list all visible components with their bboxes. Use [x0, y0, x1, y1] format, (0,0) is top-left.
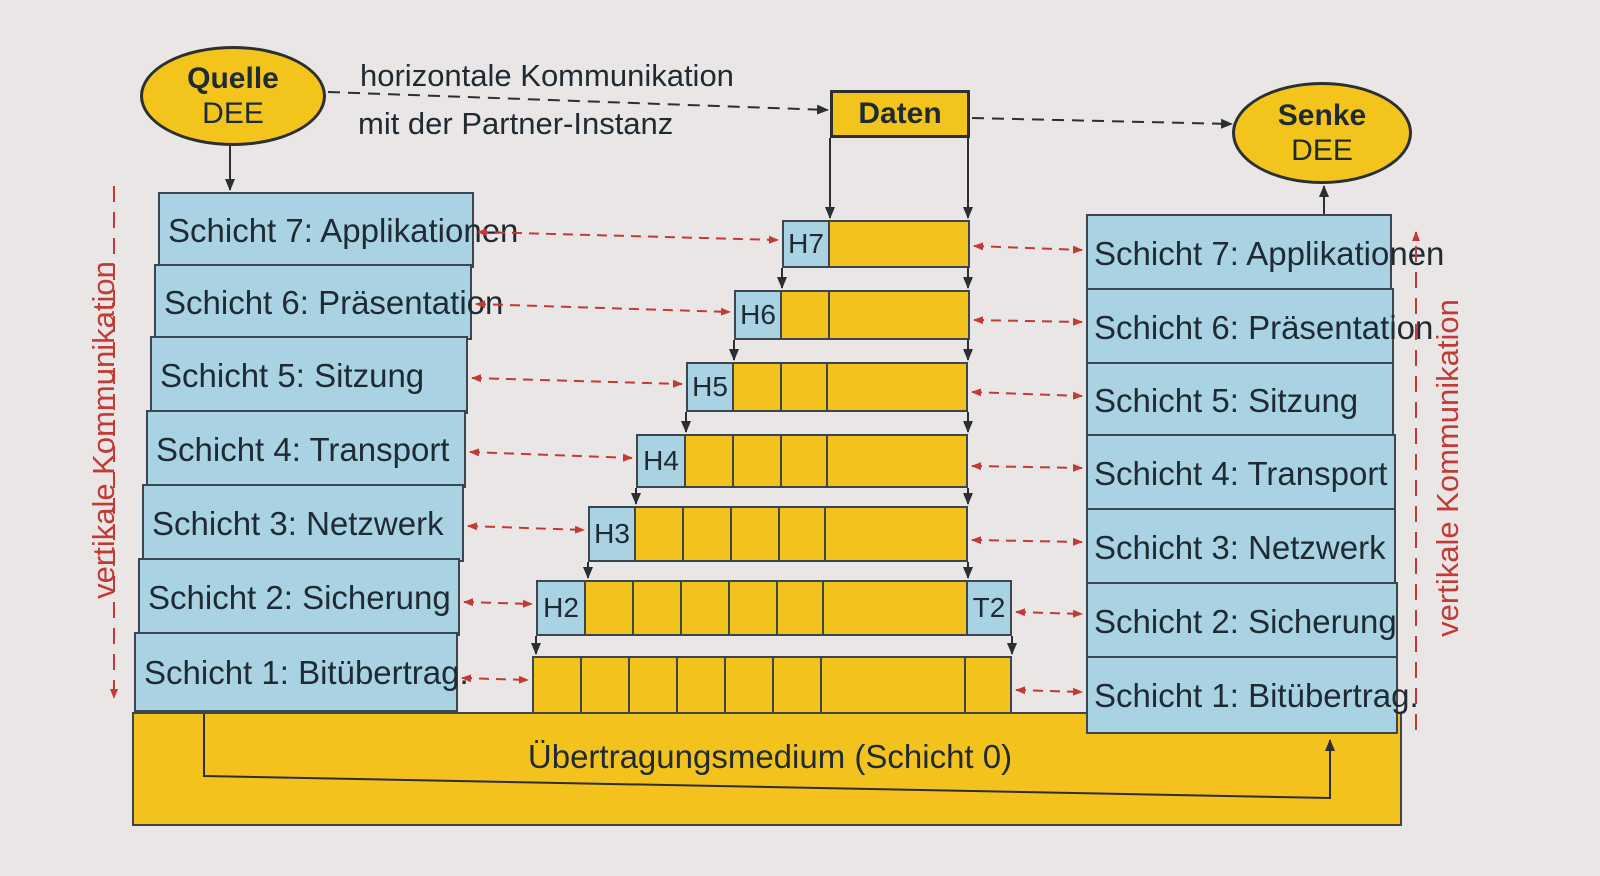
right-layer-7: Schicht 7: Applikationen	[1086, 214, 1444, 292]
header-h2: H2	[536, 580, 586, 636]
left-layer-1: Schicht 1: Bitübertrag.	[134, 632, 469, 712]
peer-arrow-right-7	[973, 242, 1083, 254]
horizontal-dash-right	[971, 117, 1233, 129]
right-layer-4: Schicht 4: Transport	[1086, 434, 1396, 512]
medium-loop-line	[203, 714, 1335, 800]
packet-layer-7	[828, 220, 970, 268]
packet-cell	[780, 362, 828, 412]
data-box: Daten	[830, 90, 970, 138]
horizontal-dash-left	[327, 91, 829, 115]
packet-layer-3	[634, 506, 968, 562]
packet-cell	[632, 580, 682, 636]
packet-cell	[964, 656, 1012, 714]
source-title: Quelle	[187, 61, 279, 95]
header-h5: H5	[686, 362, 734, 412]
packet-cell	[824, 506, 968, 562]
packet-cell	[828, 290, 970, 340]
packet-cell	[828, 220, 970, 268]
horizontal-comm-line1: horizontale Kommunikation	[360, 58, 734, 93]
right-layer-1: Schicht 1: Bitübertrag.	[1086, 656, 1419, 734]
source-subtitle: DEE	[202, 97, 264, 130]
packet-cell	[628, 656, 678, 714]
packet-cell	[780, 434, 828, 488]
header-h3: H3	[588, 506, 636, 562]
header-h6: H6	[734, 290, 782, 340]
packet-cell	[772, 656, 822, 714]
packet-layer-4	[684, 434, 968, 488]
packet-layer-2	[584, 580, 968, 636]
right-layer-6: Schicht 6: Präsentation	[1086, 288, 1433, 366]
peer-arrow-left-7	[477, 228, 779, 244]
left-layer-6: Schicht 6: Präsentation	[154, 264, 503, 340]
sink-subtitle: DEE	[1291, 134, 1353, 167]
right-layer-5: Schicht 5: Sitzung	[1086, 362, 1394, 438]
peer-arrow-left-2	[463, 598, 533, 608]
header-h7: H7	[782, 220, 830, 268]
packet-layer-6	[780, 290, 970, 340]
peer-arrow-left-6	[475, 300, 731, 316]
packet-cell	[532, 656, 582, 714]
left-layer-3: Schicht 3: Netzwerk	[142, 484, 464, 562]
packet-cell	[826, 362, 968, 412]
packet-cell	[732, 434, 782, 488]
packet-cell	[822, 580, 968, 636]
source-ellipse: Quelle DEE	[140, 46, 326, 146]
packet-cell	[776, 580, 824, 636]
horizontal-comm-line2: mit der Partner-Instanz	[358, 106, 674, 141]
peer-arrow-left-5	[471, 374, 683, 388]
trailer-t2: T2	[966, 580, 1012, 636]
peer-arrow-right-3	[971, 536, 1083, 546]
peer-arrow-left-1	[461, 674, 529, 684]
packet-cell	[730, 506, 780, 562]
right-layer-2: Schicht 2: Sicherung	[1086, 582, 1398, 660]
peer-arrow-right-1	[1015, 686, 1083, 696]
packet-cell	[584, 580, 634, 636]
packet-cell	[820, 656, 966, 714]
packet-layer-1	[532, 656, 1012, 714]
peer-arrow-left-3	[467, 522, 585, 534]
packet-layer-5	[732, 362, 968, 412]
peer-arrow-right-2	[1015, 608, 1083, 618]
peer-arrow-right-5	[971, 388, 1083, 400]
peer-arrow-right-6	[973, 316, 1083, 326]
left-layer-7: Schicht 7: Applikationen	[158, 192, 518, 268]
medium-label: Übertragungsmedium (Schicht 0)	[527, 738, 1013, 775]
sink-ellipse: Senke DEE	[1232, 82, 1412, 184]
packet-cell	[826, 434, 968, 488]
peer-arrow-right-4	[971, 462, 1083, 472]
peer-arrow-left-4	[469, 448, 633, 462]
sink-title: Senke	[1277, 98, 1367, 132]
packet-cell	[732, 362, 782, 412]
